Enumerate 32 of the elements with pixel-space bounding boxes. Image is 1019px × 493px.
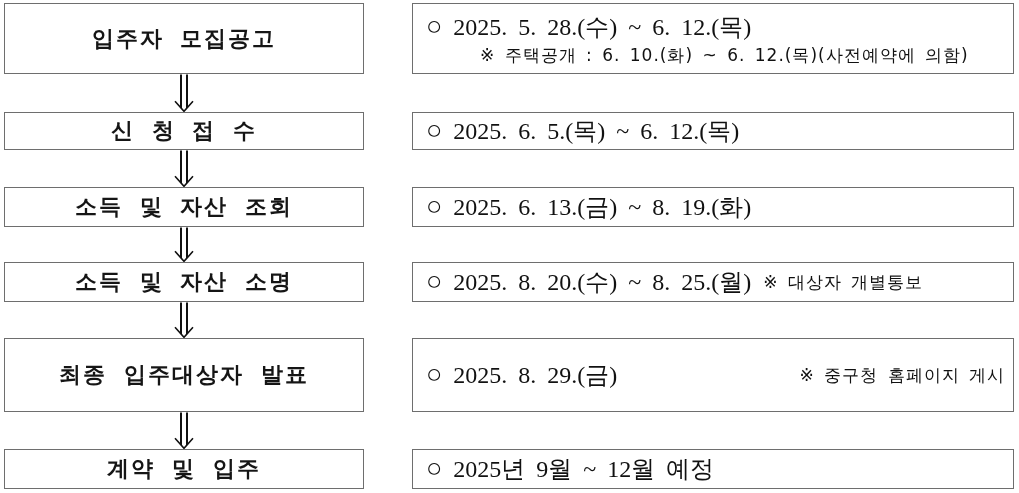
process-box: [4, 449, 364, 489]
schedule-box: [412, 112, 1014, 150]
schedule-box: [412, 187, 1014, 227]
date-range: ○ 2025. 6. 13.(금) ~ 8. 19.(화): [426, 191, 752, 223]
step-label: 소득 및 자산 조회: [75, 193, 293, 221]
date-range: ○ 2025. 8. 29.(금): [426, 359, 618, 391]
note-text: ※ 주택공개 : 6. 10.(화) ~ 6. 12.(목)(사전예약에 의함): [480, 43, 969, 67]
step-label: 최종 입주대상자 발표: [59, 361, 309, 389]
step-label: 신 청 접 수: [111, 117, 257, 145]
double-arrow: [174, 150, 194, 188]
schedule-box: [412, 338, 1014, 412]
date-range: ○ 2025. 8. 20.(수) ~ 8. 25.(월): [426, 266, 752, 298]
step-label: 입주자 모집공고: [91, 24, 277, 53]
date-range: ○ 2025. 5. 28.(수) ~ 6. 12.(목): [426, 10, 752, 43]
date-range: ○ 2025. 6. 5.(목) ~ 6. 12.(목): [426, 115, 740, 147]
schedule-box: [412, 262, 1014, 302]
process-box: [4, 187, 364, 227]
double-arrow: [174, 302, 194, 339]
date-range: ○ 2025년 9월 ~ 12월 예정: [426, 453, 715, 485]
schedule-box: [412, 3, 1014, 74]
double-arrow: [174, 74, 194, 113]
note-text: ※ 대상자 개별통보: [763, 270, 924, 294]
double-arrow: [174, 227, 194, 263]
schedule-box: [412, 449, 1014, 489]
note-text: ※ 중구청 홈페이지 게시: [799, 363, 1005, 387]
step-label: 소득 및 자산 소명: [75, 268, 293, 296]
process-box: [4, 338, 364, 412]
process-box: [4, 112, 364, 150]
process-box: [4, 262, 364, 302]
step-label: 계약 및 입주: [107, 455, 261, 483]
process-box: [4, 3, 364, 74]
double-arrow: [174, 412, 194, 450]
